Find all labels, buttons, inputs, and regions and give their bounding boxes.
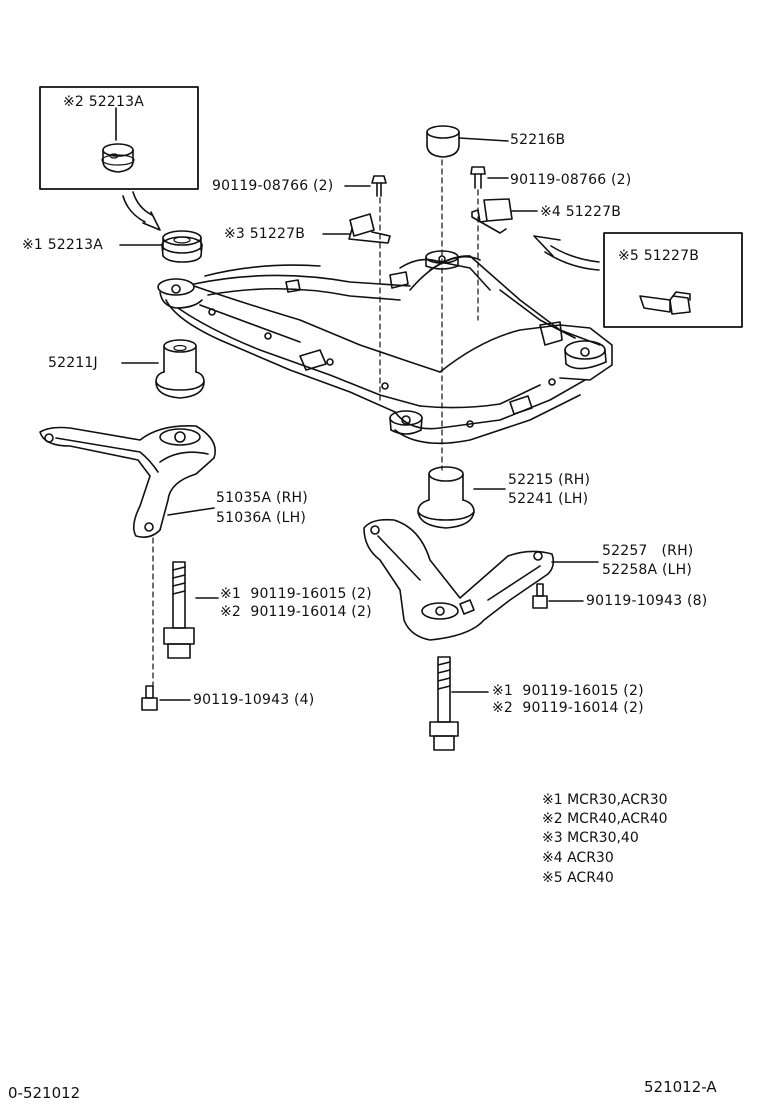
bracket-s4-drawing	[471, 198, 538, 234]
arrow-left-icon	[533, 235, 600, 271]
brace-52257-drawing	[363, 518, 599, 641]
bushing-52215-drawing	[417, 466, 506, 529]
footer-right-code: 521012-A	[644, 1078, 717, 1096]
label-51035a-rh: 51035A (RH)	[216, 490, 308, 506]
arrow-down-icon	[122, 191, 161, 231]
bolt-08766-left-drawing	[344, 175, 387, 197]
note-1: ※1 MCR30,ACR30	[542, 792, 668, 808]
label-bolt-10943-4: 90119-10943 (4)	[193, 692, 315, 708]
label-52213a-s1: ※1 52213A	[22, 237, 104, 253]
bolt-08766-right-drawing	[470, 166, 509, 189]
label-51227b-s4: ※4 51227B	[540, 204, 622, 220]
label-bolt-08766-right: 90119-08766 (2)	[510, 172, 632, 188]
footer-left-code: 0-521012	[8, 1084, 81, 1102]
note-5: ※5 ACR40	[542, 870, 614, 886]
bolt-16015-left-drawing	[163, 561, 219, 659]
label-bolt-left-s1: ※1 90119-16015 (2)	[220, 586, 372, 602]
label-51036a-lh: 51036A (LH)	[216, 510, 307, 526]
subframe-drawing	[157, 236, 613, 445]
inset-bracket-drawing	[603, 232, 743, 328]
note-2: ※2 MCR40,ACR40	[542, 811, 668, 827]
label-52258a-lh: 52258A (LH)	[602, 562, 693, 578]
bolt-16015-right-drawing	[429, 656, 489, 751]
label-52216b: 52216B	[510, 132, 566, 148]
note-3: ※3 MCR30,40	[542, 830, 639, 846]
brace-51035a-drawing	[39, 424, 216, 538]
label-bolt-10943-8: 90119-10943 (8)	[586, 593, 708, 609]
label-52257-rh: 52257 (RH)	[602, 543, 694, 559]
label-51227b-s3: ※3 51227B	[224, 226, 306, 242]
label-52241-lh: 52241 (LH)	[508, 491, 589, 507]
label-52211j: 52211J	[48, 355, 98, 371]
inset-bushing-label: ※2 52213A	[63, 94, 145, 110]
bolt-10943-8-drawing	[532, 583, 584, 609]
bracket-s3-drawing	[322, 213, 391, 244]
cushion-52216b-drawing	[426, 125, 509, 158]
label-bolt-left-s2: ※2 90119-16014 (2)	[220, 604, 372, 620]
bolt-10943-4-drawing	[141, 685, 191, 711]
note-4: ※4 ACR30	[542, 850, 614, 866]
inset-bracket-label: ※5 51227B	[618, 248, 700, 264]
label-bolt-right-s1: ※1 90119-16015 (2)	[492, 683, 644, 699]
label-bolt-right-s2: ※2 90119-16014 (2)	[492, 700, 644, 716]
label-bolt-08766-left: 90119-08766 (2)	[212, 178, 334, 194]
label-52215-rh: 52215 (RH)	[508, 472, 591, 488]
bushing-52211j-drawing	[121, 339, 205, 399]
inset-bushing-drawing	[39, 86, 199, 190]
bushing-52213a-drawing	[119, 230, 202, 251]
